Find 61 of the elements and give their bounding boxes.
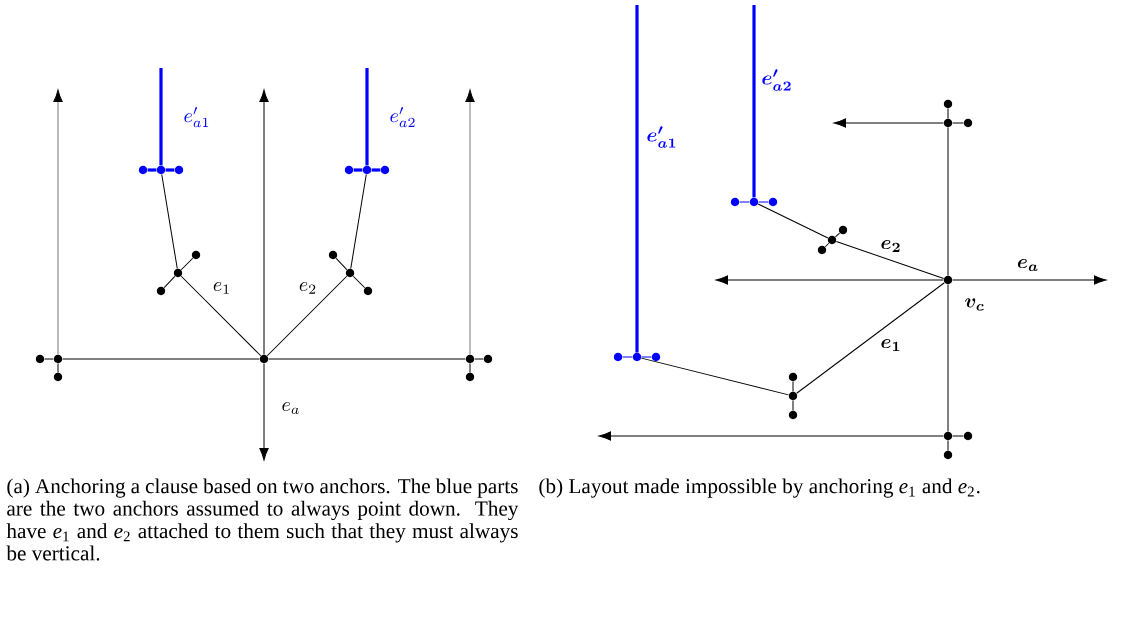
vertex-label: $v_c$ <box>965 298 984 311</box>
edge-label: $e_a$ <box>279 400 303 416</box>
anchor-line <box>752 5 756 198</box>
subfigure-caption: (a) Anchoring a clause based on two anchors. The blue parts are the two anchors assumed to always point down. They have e$_{1}$ and e$_{2}$ attached to them such that they must always be vertical. <box>6 478 519 561</box>
graph-edge <box>834 232 841 238</box>
graph-edge <box>163 275 176 289</box>
anchor-line <box>622 356 633 358</box>
anchor-line <box>165 168 175 172</box>
anchor-line <box>159 68 163 166</box>
graph-edge <box>947 127 949 276</box>
edge-label: $e_2$ <box>296 280 320 296</box>
graph-edge <box>268 358 466 360</box>
arrow <box>952 275 1107 285</box>
graph-edge <box>62 358 260 360</box>
graph-edge <box>469 363 471 373</box>
arrow <box>259 363 269 461</box>
arrow <box>715 275 944 285</box>
anchor-line <box>371 168 381 172</box>
anchor-line <box>641 356 652 358</box>
graph-edge <box>352 275 366 289</box>
subfigure-caption: (b) Layout made impossible by anchoring e$_{1}$ and e$_{2}$. <box>539 478 980 498</box>
graph-edge <box>641 357 790 396</box>
edge-label: $e'_{a1}$ <box>644 124 680 150</box>
edge-label: $e'_{a2}$ <box>759 67 795 93</box>
edge-label: $e_1$ <box>210 280 234 296</box>
edge-label: $e_2$ <box>878 238 904 254</box>
arrow <box>259 89 269 355</box>
arrow <box>53 89 63 355</box>
anchor-line <box>635 5 639 353</box>
edge-label: $e'_{a1}$ <box>181 105 213 129</box>
anchor-line <box>147 168 157 172</box>
graph-edge <box>952 435 964 437</box>
graph-edge <box>952 122 964 124</box>
edge-label: $e_1$ <box>878 337 904 353</box>
graph-edge <box>947 440 949 451</box>
anchor-line <box>758 201 769 203</box>
edge-label: $e_a$ <box>1014 257 1042 273</box>
arrow <box>833 118 944 128</box>
graph-edge <box>161 174 178 269</box>
edge-label: $e'_{a2}$ <box>387 105 419 129</box>
graph-edge <box>474 358 484 360</box>
graph-edge <box>824 242 830 248</box>
graph-edge <box>180 257 194 271</box>
anchor-line <box>353 168 363 172</box>
arrow <box>598 431 944 441</box>
graph-edge <box>792 400 794 411</box>
graph-edge <box>792 381 794 392</box>
graph-edge <box>947 284 949 432</box>
graph-edge <box>57 363 59 373</box>
anchor-line <box>365 68 369 166</box>
graph-edge <box>947 108 949 119</box>
graph-edge <box>757 203 829 239</box>
arrow <box>465 89 475 355</box>
graph-edge <box>835 241 945 279</box>
graph-edge <box>180 275 262 357</box>
graph-edge <box>335 257 348 271</box>
anchor-line <box>739 201 750 203</box>
graph-edge <box>266 275 348 357</box>
graph-edge <box>350 174 367 269</box>
graph-edge <box>44 358 54 360</box>
graph-edge <box>796 282 945 394</box>
